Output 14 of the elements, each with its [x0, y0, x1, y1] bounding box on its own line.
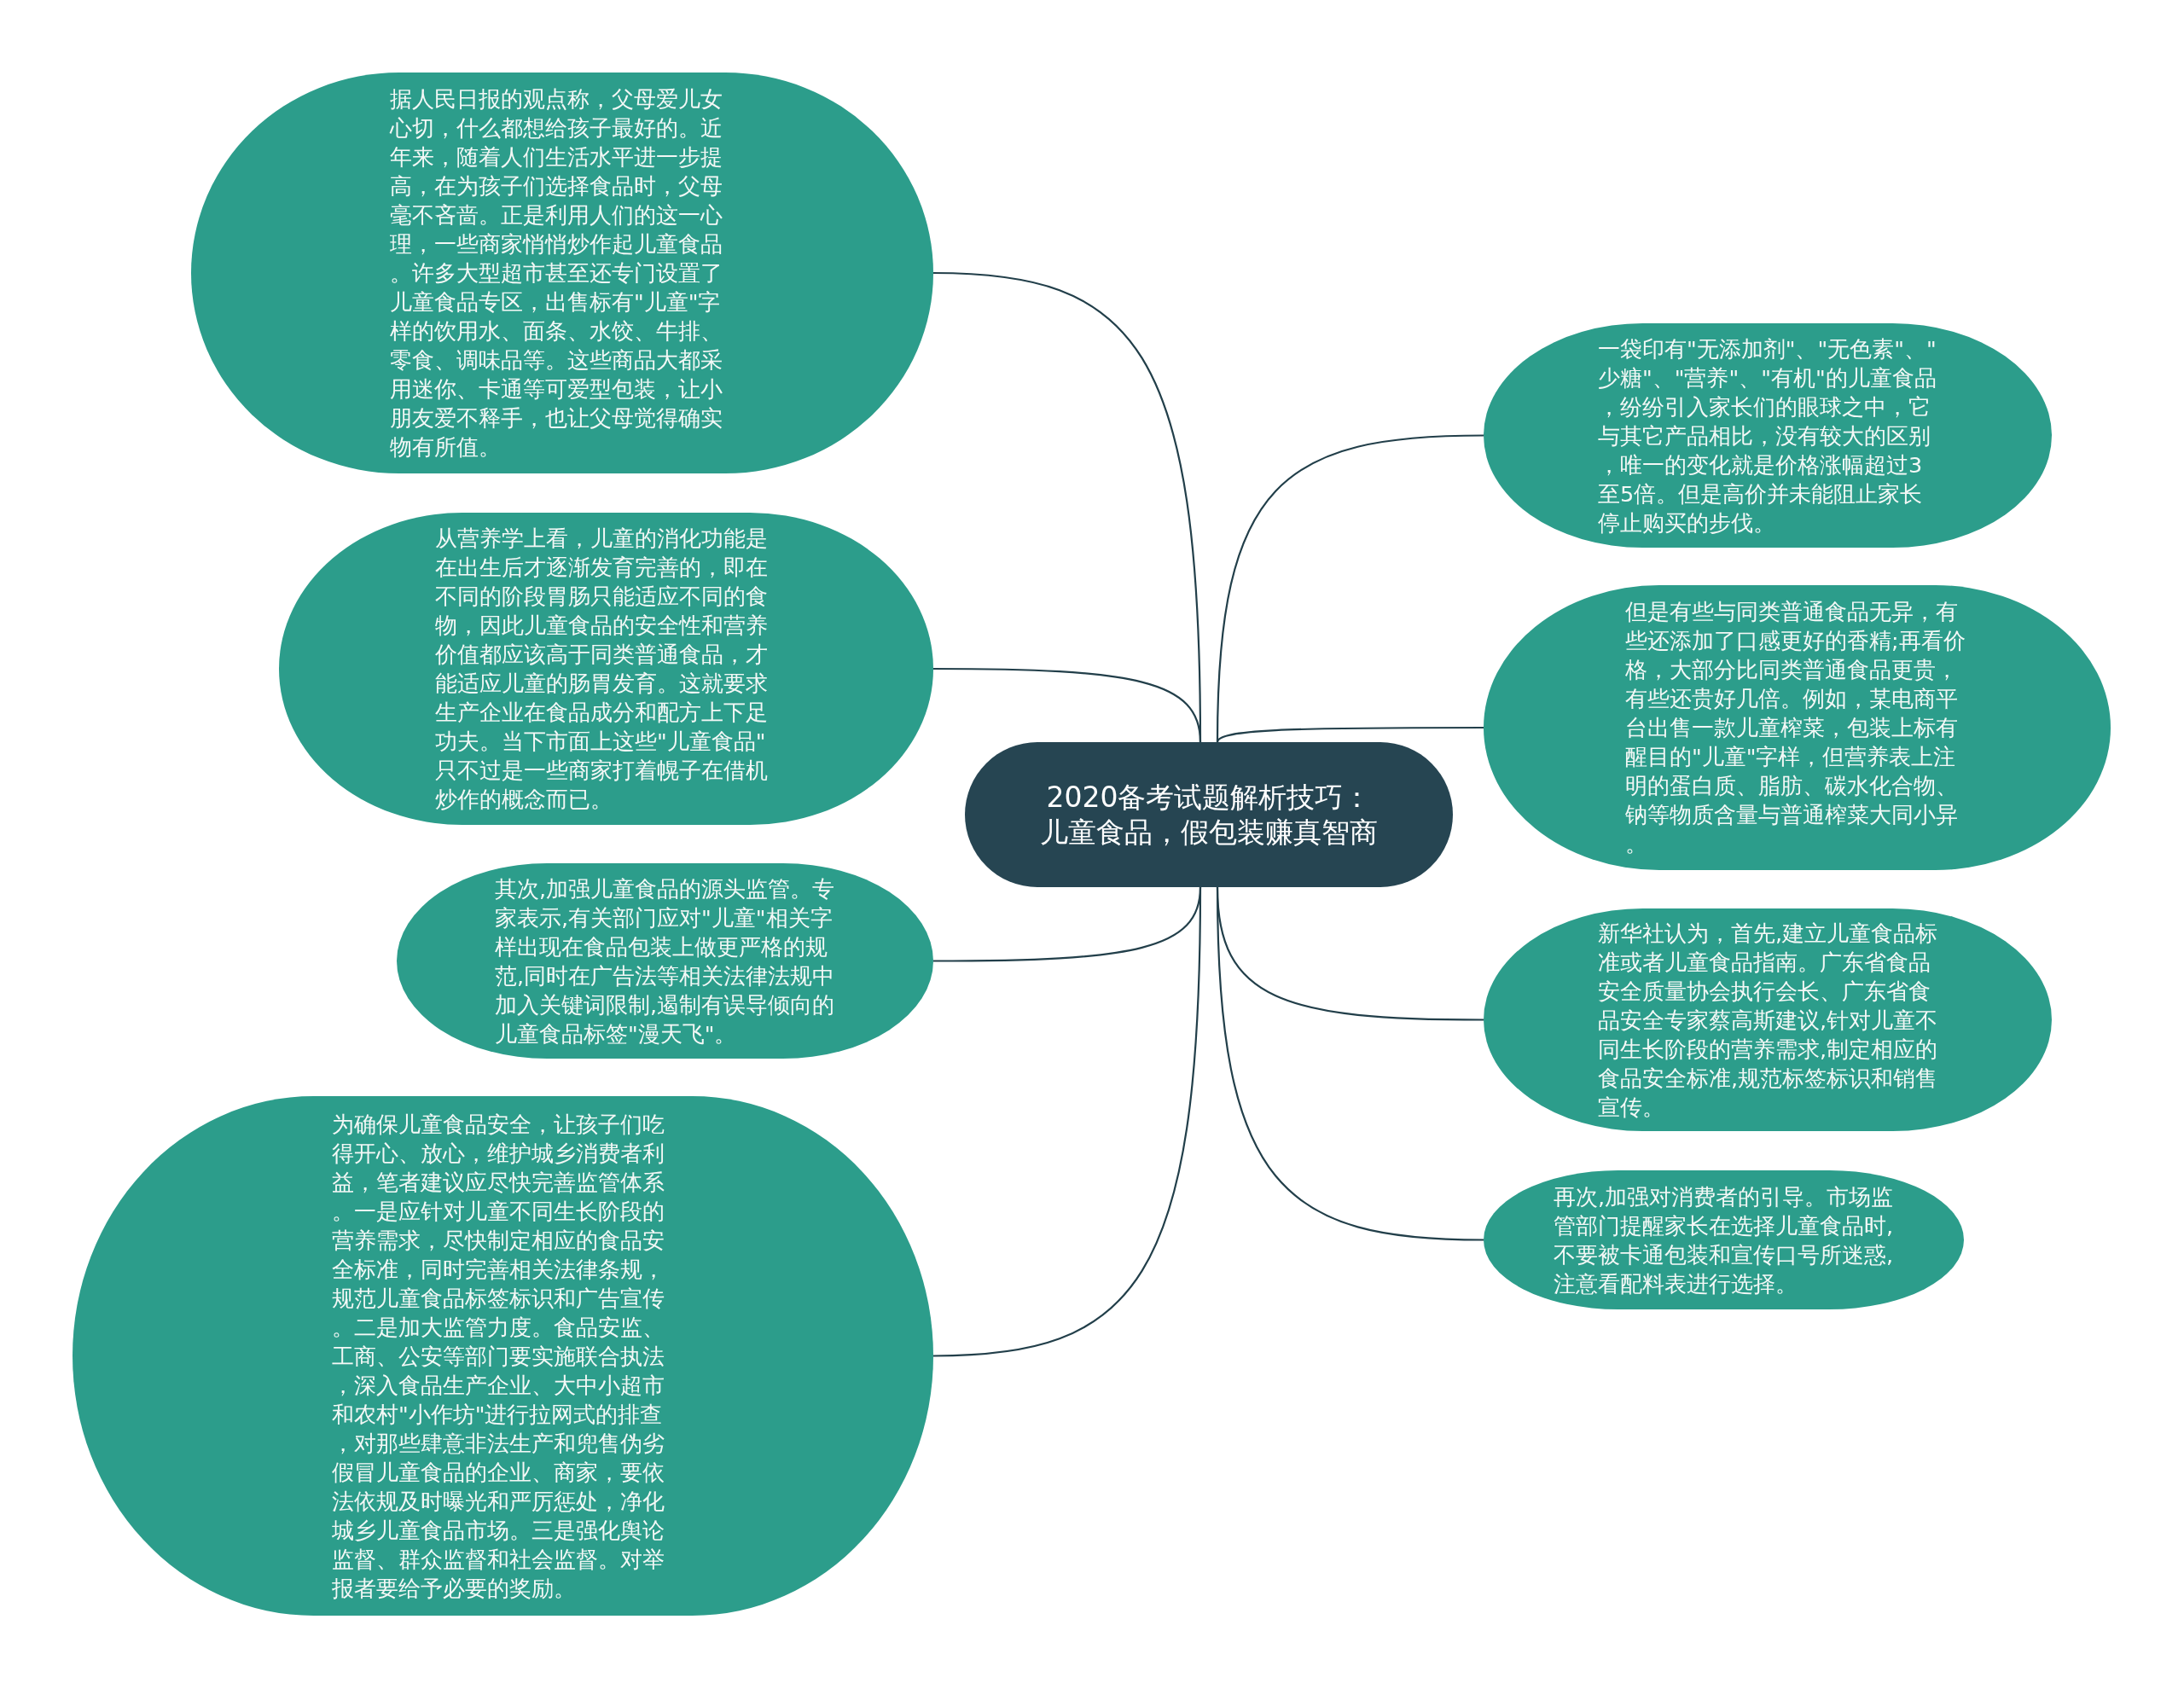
paragraph: 据人民日报的观点称，父母爱儿女心切，什么都想给孩子最好的。近年来，随着人们生活水平进一步提高，在为孩子们选择食品时，父母毫不吝啬。正是利用人们的这一心理，一些商家悄悄炒作起儿童食品。许多大型超市甚至还专门设置了儿童食品专区，出售标有"儿童"字样的饮用水、面条、水饺、牛排、零食、调味品等。这些商品大都采用迷你、卡通等可爱型包装，让小朋友爱不释手，也让父母觉得确实物有所值。: [390, 85, 723, 461]
connector-line: [932, 887, 1202, 1357]
topic-title: 2020备考试题解析技巧：儿童食品，假包装赚真智商: [1039, 780, 1379, 850]
connector-line: [933, 667, 1202, 743]
connector-line: [1217, 726, 1484, 743]
paragraph: 但是有些与同类普通食品无异，有些还添加了口感更好的香精;再看价格，大部分比同类普通食品更贵，有些还贵好几倍。例如，某电商平台出售一款儿童榨菜，包装上标有醒目的"儿童"字样，但营养表上注明的蛋白质、脂肪、碳水化合物、钠等物质含量与普通榨菜大同小异。: [1625, 598, 1966, 858]
paragraph: 新华社认为，首先,建立儿童食品标准或者儿童食品指南。广东省食品安全质量协会执行会长、广东省食品安全专家蔡高斯建议,针对儿童不同生长阶段的营养需求,制定相应的食品安全标准,规范标签标识和销售宣传。: [1598, 920, 1939, 1122]
paragraph: 再次,加强对消费者的引导。市场监管部门提醒家长在选择儿童食品时,不要被卡通包装和宣传口号所迷惑,注意看配料表进行选择。: [1554, 1183, 1895, 1298]
connector-line: [1216, 886, 1484, 1241]
connector-line: [1216, 434, 1484, 743]
paragraph: 从营养学上看，儿童的消化功能是在出生后才逐渐发育完善的，即在不同的阶段胃肠只能适应不同的食物，因此儿童食品的安全性和营养价值都应该高于同类普通食品，才能适应儿童的肠胃发育。这就要求生产企业在食品成分和配方上下足功夫。当下市面上这些"儿童食品"只不过是一些商家打着幌子在借机炒作的概念而已。: [435, 525, 769, 814]
paragraph: 一袋印有"无添加剂"、"无色素"、"少糖"、"营养"、"有机"的儿童食品，纷纷引入家长们的眼球之中，它与其它产品相比，没有较大的区别，唯一的变化就是价格涨幅超过3至5倍。但是高价并未能阻止家长停止购买的步伐。: [1598, 335, 1937, 537]
paragraph: 其次,加强儿童食品的源头监管。专家表示,有关部门应对"儿童"相关字样出现在食品包装上做更严格的规范,同时在广告法等相关法律法规中加入关键词限制,遏制有误导倾向的儿童食品标签"漫天飞"。: [495, 875, 836, 1048]
paragraph: 为确保儿童食品安全，让孩子们吃得开心、放心，维护城乡消费者利益，笔者建议应尽快完善监管体系。一是应针对儿童不同生长阶段的营养需求，尽快制定相应的食品安全标准，同时完善相关法律条规，规范儿童食品标签标识和广告宣传。二是加大监管力度。食品安监、工商、公安等部门要实施联合执法，深入食品生产企业、大中小超市和农村"小作坊"进行拉网式的排查，对那些肆意非法生产和兜售伪劣假冒儿童食品的企业、商家，要依法依规及时曝光和严厉惩处，净化城乡儿童食品市场。三是强化舆论监督、群众监督和社会监督。对举报者要给予必要的奖励。: [332, 1111, 665, 1603]
